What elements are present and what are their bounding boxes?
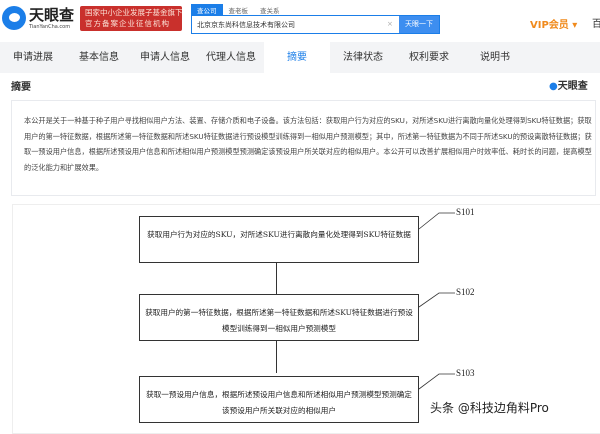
search-button[interactable]: 天眼一下: [399, 16, 439, 33]
certification-badge: 国家中小企业发展子基金旗下官方备案企业征信机构: [80, 6, 183, 31]
flow-step-box: 获取用户行为对应的SKU，对所述SKU进行离散向量化处理得到SKU特征数据: [139, 216, 419, 263]
tab-progress[interactable]: 申请进展: [13, 52, 53, 63]
connector-line: [276, 341, 277, 373]
tab-legal-status[interactable]: 法律状态: [343, 52, 383, 63]
tab-agent[interactable]: 代理人信息: [206, 52, 256, 63]
watermark: 头条 @科技边角料Pro: [430, 401, 549, 415]
search-box: × 天眼一下: [191, 15, 440, 34]
step-label: S102: [456, 287, 475, 297]
section-logo: ●天眼查: [549, 77, 588, 92]
tab-applicant[interactable]: 申请人信息: [140, 52, 190, 63]
section-title: 摘要: [11, 82, 31, 93]
logo-url: TianYanCha.com: [29, 23, 71, 30]
search-tabs: 查公司 查老板 查关系: [191, 4, 286, 15]
tab-bar: 申请进展 基本信息 申请人信息 代理人信息 摘要 法律状态 权利要求 说明书: [0, 42, 600, 73]
badge-line-1: 国家中小企业发展子基金旗下: [85, 8, 183, 17]
flow-step-box: 获取一预设用户信息，根据所述预设用户信息和所述相似用户预测模型预测确定该预设用户…: [139, 376, 419, 423]
tab-abstract[interactable]: 摘要: [264, 42, 330, 73]
logo-icon: ●: [549, 81, 558, 92]
search-tab-company[interactable]: 查公司: [191, 4, 223, 15]
logo-name: 天眼查: [29, 5, 75, 24]
flow-step-box: 获取用户的第一特征数据，根据所述第一特征数据和所述SKU特征数据进行预设模型训练…: [139, 294, 419, 341]
step-label: S103: [456, 368, 475, 378]
tab-basic-info[interactable]: 基本信息: [79, 52, 119, 63]
logo-icon: [2, 6, 26, 30]
leader-lines: [418, 212, 455, 390]
search-tab-boss[interactable]: 查老板: [228, 7, 249, 15]
flowchart-figure: 获取用户行为对应的SKU，对所述SKU进行离散向量化处理得到SKU特征数据 获取…: [12, 204, 600, 434]
search-input[interactable]: [192, 16, 387, 33]
connector-line: [276, 263, 277, 295]
section-logo-text: 天眼查: [557, 81, 588, 92]
header-more-link[interactable]: 百: [592, 19, 600, 30]
step-label: S101: [456, 207, 475, 217]
vip-menu[interactable]: VIP会员 ▾: [530, 20, 578, 31]
search-tab-relation[interactable]: 查关系: [260, 7, 280, 15]
badge-line-2: 官方备案企业征信机构: [85, 19, 170, 28]
tab-description[interactable]: 说明书: [480, 52, 510, 63]
tab-claims[interactable]: 权利要求: [409, 52, 449, 63]
abstract-text: 本公开是关于一种基于种子用户寻找相似用户方法、装置、存储介质和电子设备。该方法包…: [11, 100, 596, 196]
clear-icon[interactable]: ×: [387, 20, 393, 28]
